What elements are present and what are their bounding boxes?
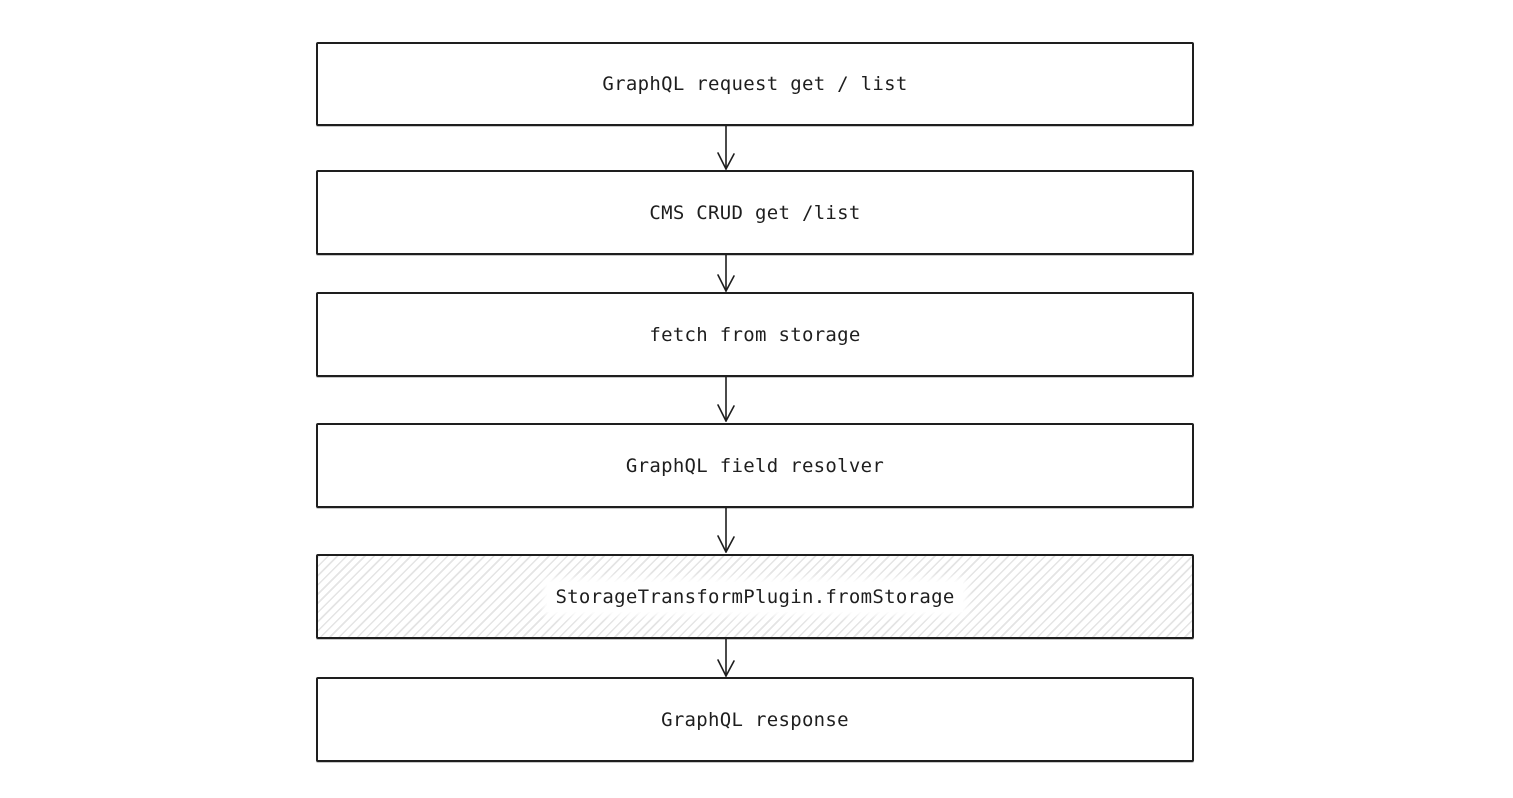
flow-arrow-down-icon <box>713 639 739 678</box>
flow-node-graphql-request: GraphQL request get / list <box>316 42 1194 126</box>
flow-arrow-down-icon <box>713 377 739 423</box>
flow-node-graphql-response: GraphQL response <box>316 677 1194 762</box>
flow-node-label: StorageTransformPlugin.fromStorage <box>547 581 963 612</box>
flow-arrow-down-icon <box>713 508 739 554</box>
flow-node-label: GraphQL request get / list <box>602 73 908 95</box>
flow-node-fetch-storage: fetch from storage <box>316 292 1194 377</box>
flow-arrow-down-icon <box>713 126 739 171</box>
flow-node-label: CMS CRUD get /list <box>649 201 861 224</box>
flow-node-storage-transform: StorageTransformPlugin.fromStorage <box>316 554 1194 639</box>
flow-node-label: GraphQL response <box>661 708 849 731</box>
flow-node-cms-crud: CMS CRUD get /list <box>316 170 1194 255</box>
flow-node-label: fetch from storage <box>649 323 861 346</box>
flow-node-field-resolver: GraphQL field resolver <box>316 423 1194 508</box>
flow-node-label: GraphQL field resolver <box>625 454 885 477</box>
flow-arrow-down-icon <box>713 255 739 293</box>
